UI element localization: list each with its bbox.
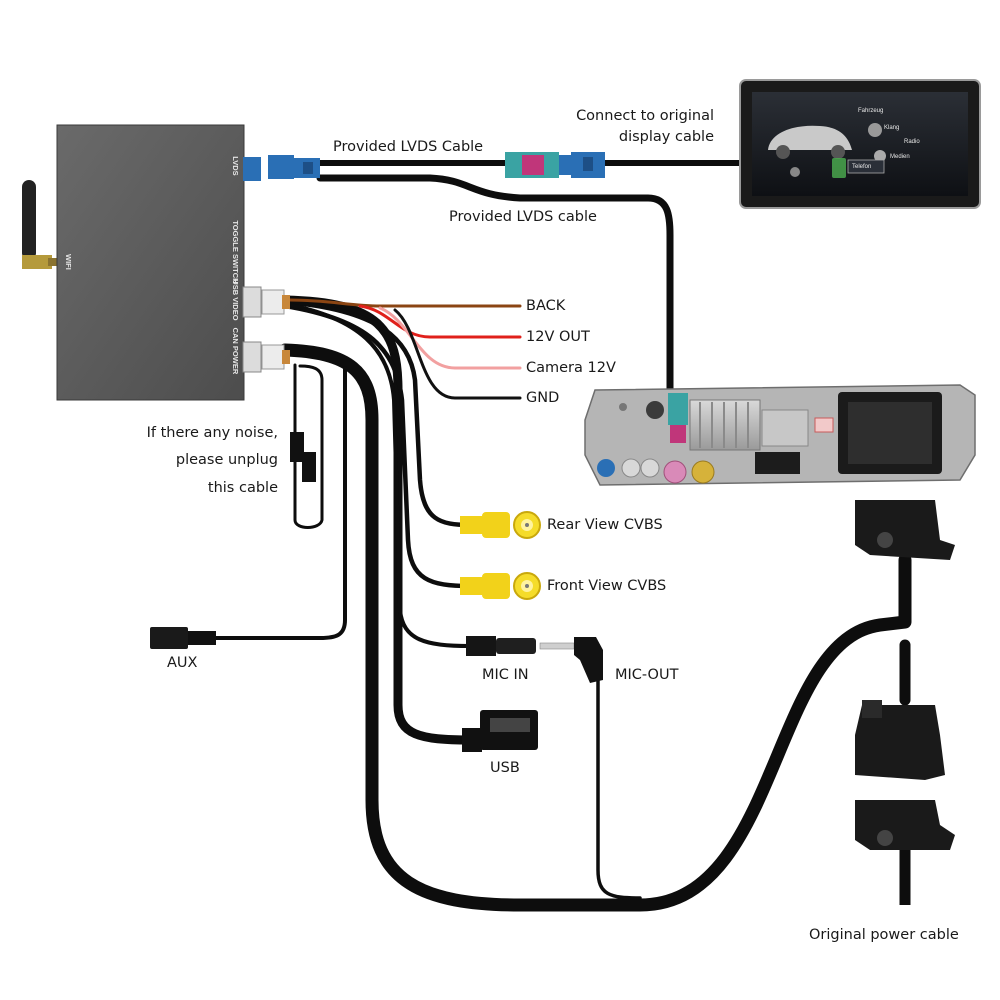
label-12v-out: 12V OUT <box>526 329 590 345</box>
label-noise-line2: please unplug <box>175 452 278 468</box>
usb-socket <box>462 710 538 752</box>
display-screen <box>739 79 981 209</box>
label-noise-line1: If there any noise, <box>146 425 278 441</box>
power-cable-main <box>278 343 912 912</box>
rca-front-connector <box>460 572 541 600</box>
label-connect-original-display-2: display cable <box>618 129 714 145</box>
port-label-usb-video: USB VIDEO <box>230 279 240 321</box>
mic-out-cable <box>596 648 642 900</box>
rear-cvbs-cable <box>282 299 473 528</box>
aux-jack <box>150 627 216 649</box>
label-camera-12v: Camera 12V <box>526 360 616 376</box>
label-gnd: GND <box>526 390 560 406</box>
port-label-lvds: LVDS <box>230 156 240 176</box>
camera-12v-wire <box>378 306 522 370</box>
screen-menu-klang: Klang <box>884 125 900 131</box>
wifi-antenna <box>22 180 58 269</box>
back-wire <box>288 298 522 308</box>
12v-out-wire <box>358 304 522 339</box>
label-front-view-cvbs: Front View CVBS <box>547 578 667 594</box>
mic-out-plug <box>539 637 603 683</box>
label-connect-original-display-1: Connect to original <box>576 108 714 124</box>
noise-filter <box>290 432 316 482</box>
label-mic-in: MIC IN <box>482 667 529 683</box>
mic-in-cable <box>283 302 472 648</box>
screen-menu-telefon: Telefon <box>852 164 872 170</box>
label-noise-line3: this cable <box>207 480 278 496</box>
mic-in-jack <box>466 636 536 656</box>
main-cable-bundle <box>213 160 912 912</box>
port-label-wifi: WIFI <box>63 254 73 270</box>
signal-wires <box>288 298 522 400</box>
module-plugs <box>261 289 290 370</box>
label-mic-out: MIC-OUT <box>615 667 679 683</box>
label-back: BACK <box>526 298 566 314</box>
gnd-wire <box>393 308 522 400</box>
label-aux: AUX <box>167 655 198 671</box>
lvds-plugs-module <box>268 155 320 179</box>
label-provided-lvds-cable-top: Provided LVDS Cable <box>333 139 484 155</box>
port-label-toggle-switch: TOGGLE SWITCH <box>230 220 240 284</box>
head-unit <box>584 384 976 486</box>
screen-menu-fahrzeug: Fahrzeug <box>858 108 884 114</box>
lvds-inline-coupler <box>505 152 605 178</box>
aux-cable <box>213 366 347 640</box>
usb-cable <box>280 295 475 745</box>
label-rear-view-cvbs: Rear View CVBS <box>547 517 663 533</box>
label-usb: USB <box>490 760 520 776</box>
original-power-connectors <box>855 500 955 905</box>
label-provided-lvds-cable-lower: Provided LVDS cable <box>449 209 597 225</box>
lvds-cable-lower <box>316 174 674 399</box>
screen-menu-medien: Medien <box>890 154 910 160</box>
noise-loop-cable <box>293 363 324 529</box>
port-label-can-power: CAN POWER <box>230 327 240 375</box>
screen-menu-radio: Radio <box>904 139 920 145</box>
interface-module <box>56 124 262 401</box>
label-original-power-cable: Original power cable <box>809 927 959 943</box>
rca-rear-connector <box>460 511 541 539</box>
